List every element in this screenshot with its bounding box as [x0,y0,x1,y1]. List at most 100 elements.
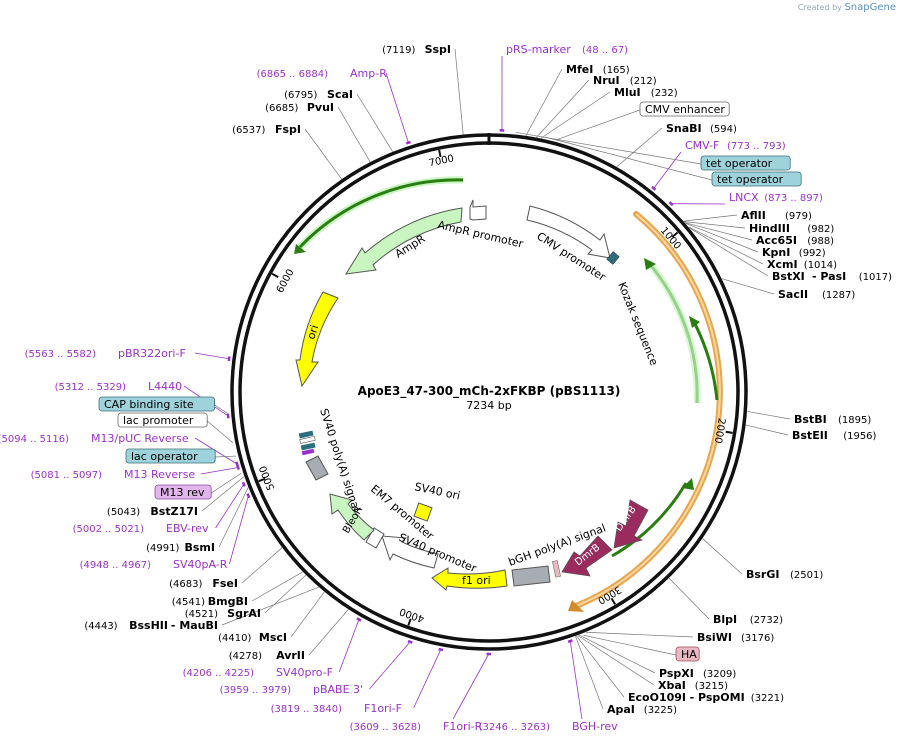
green-arc-right-2[interactable] [691,319,719,401]
feature-box-text: lac operator [131,450,198,463]
enzyme-position: (4521) [185,609,218,620]
enzyme-site[interactable]: BstBI(1895) [747,411,871,426]
primer-site[interactable]: (6865 .. 6884) Amp-R [257,67,411,145]
enzyme-site[interactable]: BsmI(4991) [146,487,249,554]
enzyme-site[interactable]: MfeI(165) [525,63,630,136]
enzyme-position: (1956) [843,431,876,442]
enzyme-site[interactable]: SnaBI(594) [616,122,737,167]
enzyme-site[interactable]: BstZ17I(5043) [107,476,245,518]
m13rev-marker[interactable] [301,448,315,456]
f1-ori-feature[interactable] [431,567,508,591]
kozak-marker[interactable] [606,251,620,265]
enzyme-site[interactable]: XbaI(3215) [577,635,729,692]
enzyme-site[interactable]: AvrII(4278) [229,609,349,662]
feature-box-label[interactable]: lac promoter [117,412,234,444]
enzyme-leader-line [688,227,769,277]
primer-site[interactable]: (5094 .. 5116)M13/pUC Reverse [0,432,239,467]
feature-box-label[interactable]: M13 rev [154,473,242,500]
dmrb-feature-1[interactable] [613,499,649,549]
dmrb-feature-2[interactable] [561,535,613,577]
feature-box-label[interactable]: tet operator [545,136,802,187]
primer-site[interactable]: (3246 .. 3263)BGH-rev [479,639,619,733]
tick-mark [271,272,279,279]
ampr-promoter-feature[interactable] [469,199,487,221]
enzyme-name: PvuI [307,101,334,114]
primer-position: (6865 .. 6884) [257,69,329,80]
enzyme-site[interactable]: BsiWI(3176) [585,631,775,644]
enzyme-site[interactable]: PspXI(3209) [578,634,736,680]
lac-promoter-marker[interactable] [299,436,316,444]
feature-box-label[interactable]: HA [583,634,700,662]
cap-site-marker[interactable] [298,430,314,439]
enzyme-site[interactable]: PvuI(6685) [265,101,371,163]
enzyme-site[interactable]: AflII(979) [683,209,812,222]
cmv-promoter-feature[interactable] [526,205,611,259]
enzyme-site[interactable]: EcoO109I- PspOMI(3221) [576,635,784,704]
enzyme-site[interactable]: Acc65I(988) [684,222,834,247]
enzyme-site[interactable]: FspI(6537) [232,123,342,180]
primer-site[interactable]: (3819 .. 3840)F1ori-F [271,647,444,715]
primer-site[interactable]: (5563 .. 5582)pBR322ori-F [25,347,231,362]
enzyme-site[interactable]: BstEII(1956) [745,424,877,442]
tick-label: 7000 [428,153,455,169]
enzyme-site[interactable]: SspI(7119) [382,43,464,135]
feature-box-label[interactable]: CMV enhancer [556,101,730,141]
ori-feature[interactable] [295,291,339,388]
enzyme-name-2: - PspOMI [690,691,745,704]
sv40-promoter-feature[interactable] [381,535,439,569]
enzyme-site[interactable]: BmgBI(4541) [172,571,303,608]
enzyme-site[interactable]: SacII(1287) [721,278,855,301]
tick-mark [725,430,733,434]
primer-name: F1ori-F [364,702,402,715]
enzyme-site[interactable]: FseI(4683) [169,547,283,590]
primer-site[interactable]: (4206 .. 4225)SV40pro-F [183,617,362,679]
enzyme-leader-line [578,634,656,674]
sv40-polya-feature[interactable] [305,455,329,481]
primer-site[interactable]: CMV-F(773 .. 793) [651,139,786,191]
enzyme-name: XcmI [767,258,798,271]
enzyme-site[interactable]: ApaI(3225) [575,636,677,716]
primer-site[interactable]: (4948 .. 4967)SV40pA-R [80,493,251,571]
primer-site[interactable]: (5081 .. 5097)M13 Reverse [31,464,240,481]
primer-name: Amp-R [350,67,387,80]
primer-leader-line [452,653,490,720]
enzyme-site[interactable]: KpnI(992) [685,223,826,259]
feature-box [125,448,216,464]
bgh-polya-feature[interactable] [511,565,551,587]
f1-ori-label: f1 ori [462,574,491,587]
enzyme-leader-line [702,538,743,575]
feature-box-label[interactable]: lac operator [125,448,236,464]
sv40-ori-feature[interactable] [413,502,433,522]
enzyme-site[interactable]: NruI(212) [536,74,657,138]
enzyme-name: MscI [259,631,287,644]
enzyme-name: SnaBI [666,122,702,135]
enzyme-site[interactable]: HindIII(982) [684,221,834,235]
enzyme-site[interactable]: BstXI- PasI(1017) [688,227,892,283]
primer-site[interactable]: LNCX(873 .. 897) [668,191,823,207]
em7-promoter-feature[interactable] [365,527,385,549]
ha-tag-marker[interactable] [552,560,561,578]
primer-site[interactable]: pRS-marker(48 .. 67) [499,43,628,132]
tick-mark [610,597,616,605]
primer-site[interactable]: (5002 .. 5021)EBV-rev [73,481,246,535]
ampr-feature[interactable] [345,207,463,275]
primer-site[interactable]: (3609 .. 3628)F1ori-R [350,652,492,733]
enzyme-site[interactable]: MluI(232) [540,86,678,139]
primer-site[interactable]: (3959 .. 3979)pBABE 3' [220,639,413,696]
enzyme-position: (232) [651,88,678,99]
enzyme-site[interactable]: MscI(4410) [218,591,325,644]
enzyme-site[interactable]: BsrGI(2501) [702,538,824,581]
enzyme-site[interactable]: ScaI(6795) [284,88,393,152]
watermark-brand: SnapGene [844,2,896,13]
bleor-feature[interactable] [329,493,375,541]
enzyme-site[interactable]: XcmI(1014) [688,226,837,271]
feature-box-label[interactable]: CAP binding site [98,396,230,415]
enzyme-site[interactable]: BlpI(2732) [668,577,783,626]
enzyme-site[interactable]: SgrAI(4521) [185,574,307,620]
lac-operator-marker[interactable] [300,442,316,451]
enzyme-name: KpnI [762,246,790,259]
green-arc-right-3[interactable] [611,482,688,558]
